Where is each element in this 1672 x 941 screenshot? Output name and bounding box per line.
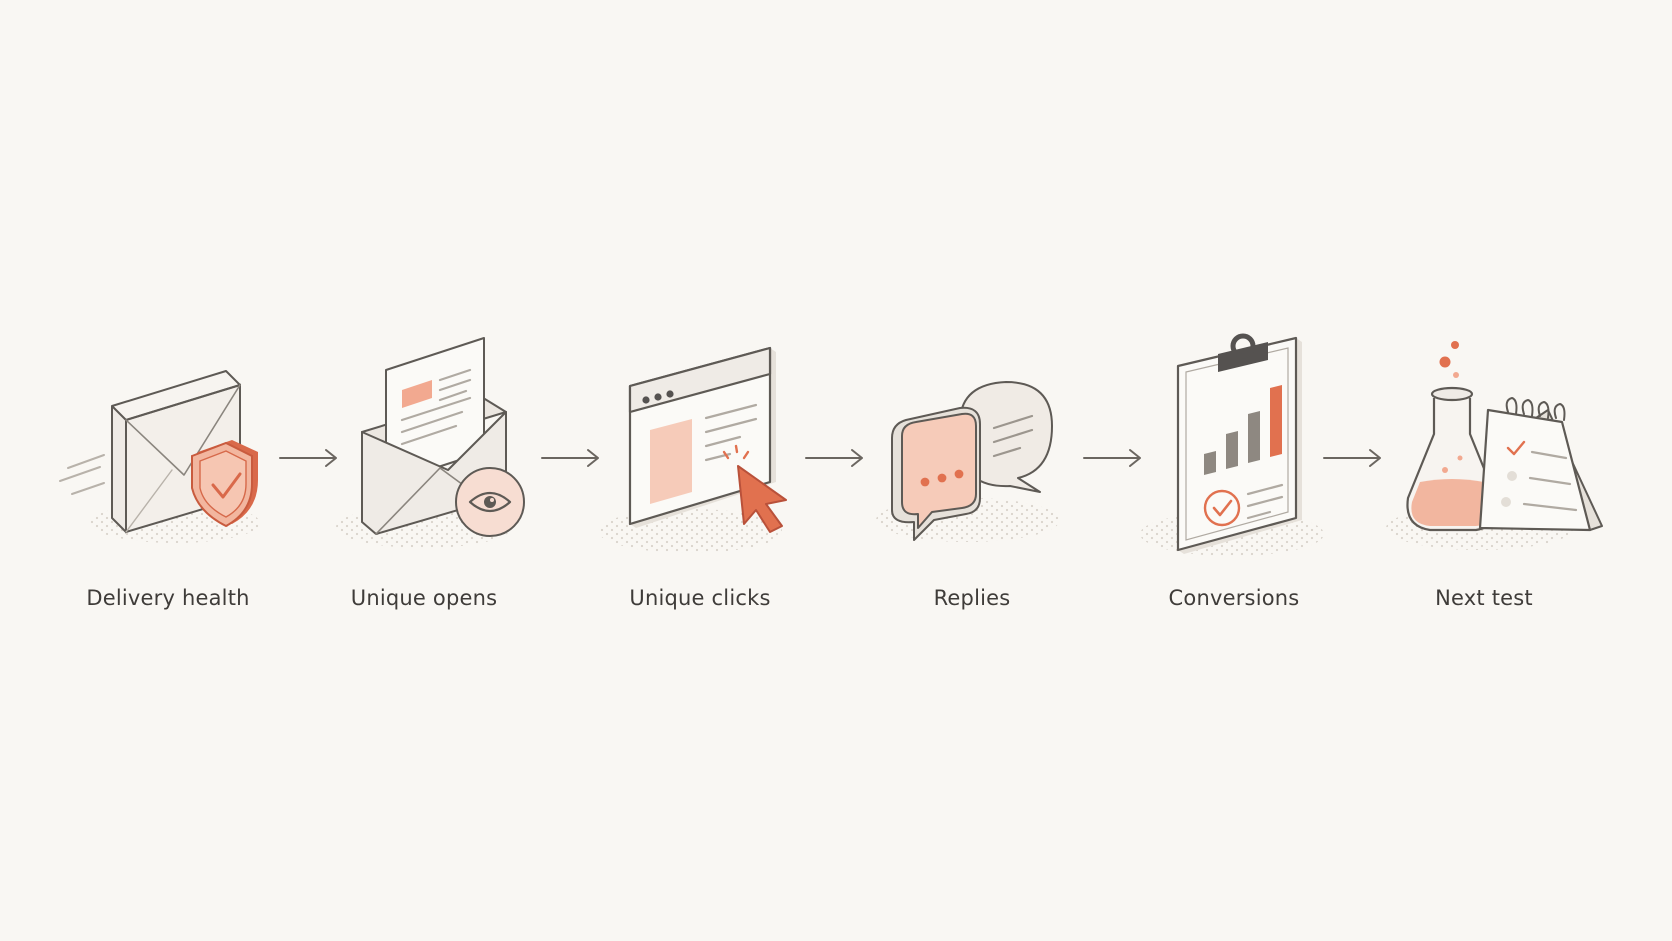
arrow-right-icon xyxy=(279,449,337,467)
step-label-conversions: Conversions xyxy=(1168,586,1300,610)
step-label-unique-opens: Unique opens xyxy=(350,586,498,610)
envelope-shield-icon xyxy=(59,370,260,543)
clipboard-chart-icon xyxy=(1140,333,1324,556)
step-label-delivery-health: Delivery health xyxy=(86,586,250,610)
arrow-right-icon xyxy=(1323,449,1381,467)
step-label-next-test: Next test xyxy=(1435,586,1533,610)
chat-bubbles-icon xyxy=(876,381,1060,542)
step-label-unique-clicks: Unique clicks xyxy=(629,586,771,610)
arrow-right-icon xyxy=(805,449,863,467)
flask-calendar-icon xyxy=(1386,341,1603,550)
arrow-right-icon xyxy=(541,449,599,467)
open-envelope-eye-icon xyxy=(336,337,525,548)
step-label-replies: Replies xyxy=(933,586,1011,610)
arrow-right-icon xyxy=(1083,449,1141,467)
browser-cursor-icon xyxy=(598,346,787,553)
